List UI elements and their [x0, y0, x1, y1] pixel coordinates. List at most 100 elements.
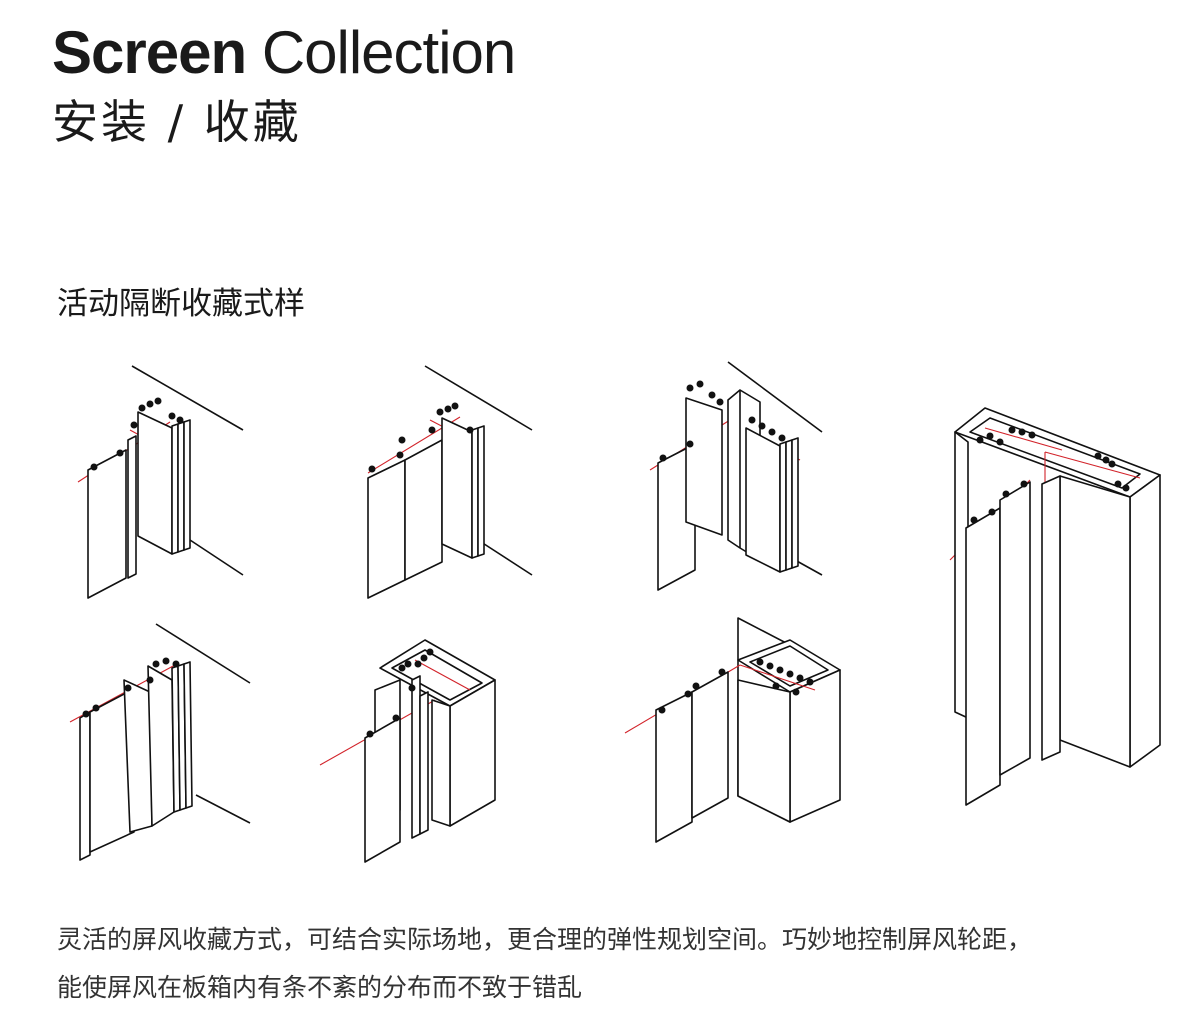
screen-panel — [691, 671, 729, 819]
screen-panel — [411, 675, 421, 839]
roller-dot — [716, 398, 724, 406]
roller-dot — [176, 416, 184, 424]
screen-panel — [419, 691, 429, 835]
storage-diagrams — [69, 361, 1161, 863]
screen-panel — [477, 425, 485, 557]
roller-dot — [436, 408, 444, 416]
diagram-fold-side-1 — [77, 365, 244, 599]
screen-panel — [404, 439, 443, 581]
roller-dot — [146, 676, 154, 684]
screen-panel — [965, 507, 1001, 806]
roller-dot — [658, 706, 666, 714]
roller-dot — [404, 660, 412, 668]
roller-dot — [428, 426, 436, 434]
roller-dot — [90, 463, 98, 471]
description-caption: 灵活的屏风收藏方式，可结合实际场地，更合理的弹性规划空间。巧妙地控制屏风轮距， … — [57, 916, 1177, 1012]
screen-panel — [441, 417, 473, 559]
wall-line — [131, 365, 244, 431]
screen-panel — [779, 441, 787, 573]
roller-dot — [1102, 456, 1110, 464]
roller-dot — [748, 416, 756, 424]
screen-panel — [791, 437, 799, 569]
screen-panel — [177, 421, 185, 553]
box-front — [1059, 475, 1131, 768]
roller-dot — [778, 434, 786, 442]
screen-panel — [89, 691, 135, 853]
title-light-word: Collection — [261, 19, 516, 86]
roller-dot — [1028, 431, 1036, 439]
roller-dot — [1108, 460, 1116, 468]
roller-dot — [172, 660, 180, 668]
roller-dot — [766, 662, 774, 670]
diagram-pillar-split — [649, 361, 823, 591]
box-top-inner — [391, 649, 483, 701]
roller-dot — [686, 384, 694, 392]
page-title: Screen Collection — [52, 18, 516, 88]
screen-panel — [685, 397, 723, 536]
roller-dot — [696, 380, 704, 388]
box-right-side — [449, 679, 496, 827]
wall-line — [195, 794, 251, 824]
roller-dot — [146, 400, 154, 408]
screen-panel — [147, 665, 175, 827]
roller-dot — [684, 690, 692, 698]
roller-dot — [976, 436, 984, 444]
roller-dot — [426, 648, 434, 656]
roller-dot — [420, 654, 428, 662]
roller-dot — [758, 422, 766, 430]
diagram-fold-stack — [69, 623, 251, 861]
box-front — [431, 699, 451, 827]
roller-dot — [1122, 484, 1130, 492]
page-subtitle: 安装 / 收藏 — [52, 95, 302, 149]
box-right-side — [1129, 474, 1161, 768]
roller-dot — [768, 428, 776, 436]
roller-dot — [988, 508, 996, 516]
screen-panel — [171, 423, 179, 555]
section-heading: 活动隔断收藏式样 — [57, 286, 305, 322]
roller-dot — [718, 668, 726, 676]
wall-line — [424, 365, 533, 431]
caption-line-1: 灵活的屏风收藏方式，可结合实际场地，更合理的弹性规划空间。巧妙地控制屏风轮距， — [57, 925, 1033, 954]
roller-dot — [708, 391, 716, 399]
screen-panel — [471, 427, 479, 559]
roller-dot — [366, 730, 374, 738]
roller-dot — [444, 405, 452, 413]
roller-dot — [162, 657, 170, 665]
roller-dot — [368, 465, 376, 473]
roller-dot — [396, 451, 404, 459]
roller-dot — [466, 426, 474, 434]
roller-dot — [776, 666, 784, 674]
diagram-open-box — [319, 639, 496, 863]
roller-dot — [414, 660, 422, 668]
screen-panel — [79, 711, 91, 861]
screen-panel — [183, 419, 191, 551]
screen-panel — [785, 439, 793, 571]
diagram-tall-box — [949, 407, 1161, 806]
screen-panel — [655, 691, 693, 843]
roller-dot — [1020, 480, 1028, 488]
roller-dot — [152, 660, 160, 668]
title-bold-word: Screen — [52, 19, 247, 86]
roller-dot — [130, 421, 138, 429]
roller-dot — [692, 682, 700, 690]
roller-dot — [806, 678, 814, 686]
roller-dot — [996, 438, 1004, 446]
box-front — [737, 679, 791, 823]
box-top-inner — [749, 645, 829, 687]
roller-dot — [1114, 480, 1122, 488]
roller-dot — [1094, 452, 1102, 460]
roller-dot — [398, 664, 406, 672]
roller-dot — [116, 449, 124, 457]
roller-dot — [451, 402, 459, 410]
roller-dot — [408, 684, 416, 692]
screen-panel — [137, 411, 173, 555]
roller-dot — [154, 397, 162, 405]
box-front-edge — [1041, 475, 1061, 761]
roller-dot — [756, 658, 764, 666]
track-line — [1044, 451, 1141, 479]
roller-dot — [659, 454, 667, 462]
caption-line-2: 能使屏风在板箱内有条不紊的分布而不致于错乱 — [57, 973, 583, 1002]
roller-dot — [82, 710, 90, 718]
wall-line — [189, 539, 244, 576]
roller-dot — [772, 682, 780, 690]
